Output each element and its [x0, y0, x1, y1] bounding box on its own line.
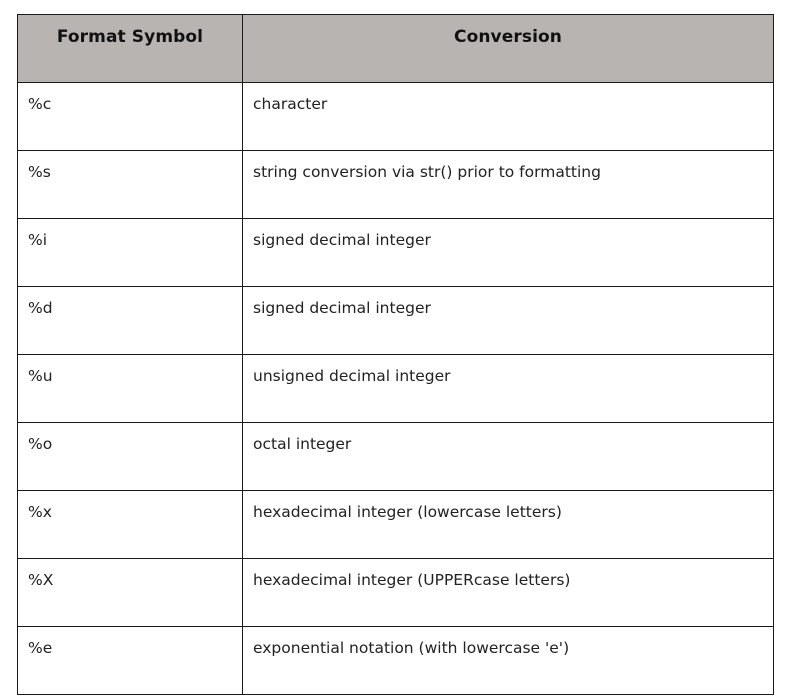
cell-conversion: signed decimal integer — [242, 286, 774, 355]
header-format-symbol: Format Symbol — [17, 14, 243, 83]
table-row: %X hexadecimal integer (UPPERcase letter… — [17, 558, 774, 627]
cell-symbol: %u — [17, 354, 243, 423]
cell-conversion: string conversion via str() prior to for… — [242, 150, 774, 219]
format-symbol-table-container: Format Symbol Conversion %c character %s… — [17, 14, 774, 695]
cell-symbol: %o — [17, 422, 243, 491]
table-header: Format Symbol Conversion — [17, 14, 774, 83]
header-conversion: Conversion — [242, 14, 774, 83]
cell-symbol: %s — [17, 150, 243, 219]
cell-symbol: %i — [17, 218, 243, 287]
table-body: %c character %s string conversion via st… — [17, 82, 774, 695]
cell-conversion: hexadecimal integer (UPPERcase letters) — [242, 558, 774, 627]
cell-conversion: unsigned decimal integer — [242, 354, 774, 423]
cell-conversion: character — [242, 82, 774, 151]
table-row: %s string conversion via str() prior to … — [17, 150, 774, 219]
cell-symbol: %d — [17, 286, 243, 355]
table-row: %x hexadecimal integer (lowercase letter… — [17, 490, 774, 559]
cell-conversion: octal integer — [242, 422, 774, 491]
table-row: %u unsigned decimal integer — [17, 354, 774, 423]
cell-conversion: exponential notation (with lowercase 'e'… — [242, 626, 774, 695]
table-row: %d signed decimal integer — [17, 286, 774, 355]
cell-symbol: %e — [17, 626, 243, 695]
format-symbol-table: Format Symbol Conversion %c character %s… — [17, 14, 774, 695]
cell-symbol: %X — [17, 558, 243, 627]
cell-conversion: signed decimal integer — [242, 218, 774, 287]
table-row: %i signed decimal integer — [17, 218, 774, 287]
cell-symbol: %x — [17, 490, 243, 559]
table-row: %e exponential notation (with lowercase … — [17, 626, 774, 695]
header-row: Format Symbol Conversion — [17, 14, 774, 83]
cell-symbol: %c — [17, 82, 243, 151]
cell-conversion: hexadecimal integer (lowercase letters) — [242, 490, 774, 559]
table-row: %o octal integer — [17, 422, 774, 491]
table-row: %c character — [17, 82, 774, 151]
